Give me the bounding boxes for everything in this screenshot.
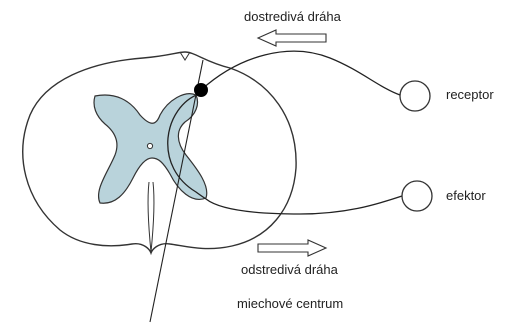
effector-label: efektor <box>446 188 486 203</box>
efferent-pathway-label: odstredivá dráha <box>241 262 338 277</box>
receptor-label: receptor <box>446 87 494 102</box>
receptor-circle <box>400 81 430 111</box>
efferent-direction-arrow <box>258 240 326 256</box>
afferent-direction-arrow <box>258 30 326 46</box>
spinal-center-label: miechové centrum <box>237 296 343 311</box>
ganglion-dot <box>194 83 208 97</box>
effector-circle <box>402 181 432 211</box>
afferent-pathway-label: dostredivá dráha <box>244 9 341 24</box>
central-canal <box>147 143 152 148</box>
